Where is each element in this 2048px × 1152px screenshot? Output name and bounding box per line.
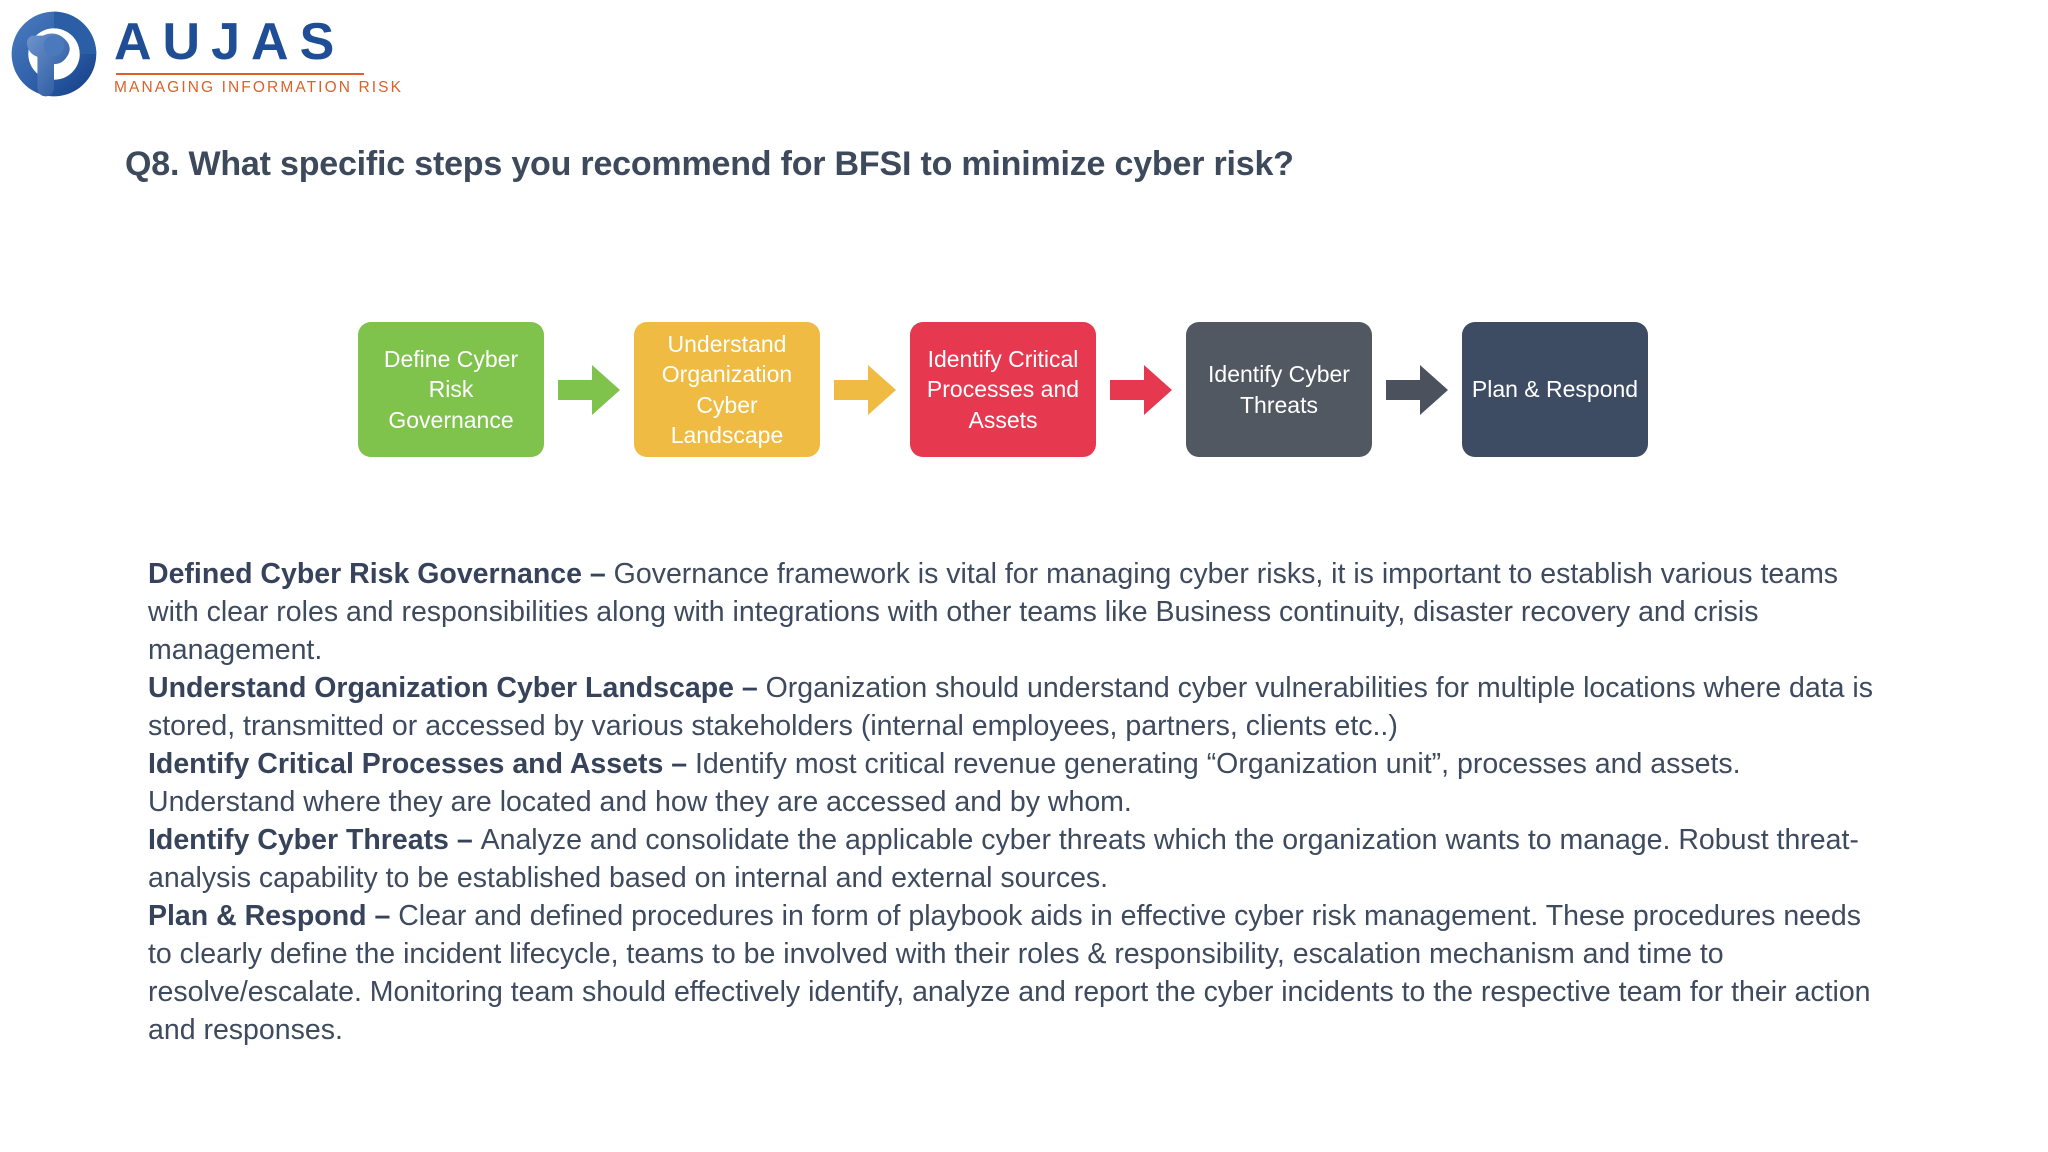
aujas-circle-keyhole-icon bbox=[8, 8, 100, 100]
flow-step-identify-critical-processes-and-assets[interactable]: Identify Critical Processes and Assets bbox=[910, 322, 1096, 457]
aujas-wordmark: AUJAS bbox=[114, 12, 346, 71]
paragraph-lead-label: Plan & Respond – bbox=[148, 900, 399, 932]
paragraph-defined-cyber-risk-governance: Defined Cyber Risk Governance – Governan… bbox=[148, 555, 1888, 669]
logo-divider-rule bbox=[116, 72, 364, 75]
arrow-gray-icon bbox=[1386, 364, 1448, 415]
body-copy: Defined Cyber Risk Governance – Governan… bbox=[148, 555, 1888, 1049]
flow-step-identify-cyber-threats[interactable]: Identify Cyber Threats bbox=[1186, 322, 1372, 457]
flow-step-label: Understand Organization Cyber Landscape bbox=[661, 330, 793, 448]
paragraph-understand-organization-cyber-landscape: Understand Organization Cyber Landscape … bbox=[148, 669, 1888, 745]
paragraph-text: Governance framework is vital for managi… bbox=[148, 558, 1839, 666]
paragraph-identify-cyber-threats: Identify Cyber Threats – Analyze and con… bbox=[148, 821, 1888, 897]
paragraph-lead-label: Identify Critical Processes and Assets – bbox=[148, 748, 696, 780]
paragraph-lead-label: Understand Organization Cyber Landscape … bbox=[148, 672, 766, 704]
arrow-amber-icon bbox=[834, 364, 896, 415]
paragraph-lead-label: Identify Cyber Threats – bbox=[148, 824, 481, 856]
paragraph-identify-critical-processes-and-assets: Identify Critical Processes and Assets –… bbox=[148, 745, 1888, 821]
paragraph-plan-and-respond: Plan & Respond – Clear and defined proce… bbox=[148, 897, 1888, 1049]
flow-step-label: Identify Cyber Threats bbox=[1208, 361, 1350, 418]
paragraph-text: Clear and defined procedures in form of … bbox=[148, 900, 1871, 1046]
flow-step-label: Plan & Respond bbox=[1471, 376, 1639, 403]
aujas-logo-text: AUJAS MANAGING INFORMATION RISK bbox=[114, 12, 403, 97]
aujas-tagline: MANAGING INFORMATION RISK bbox=[114, 78, 404, 96]
flow-step-understand-organization-cyber-landscape[interactable]: Understand Organization Cyber Landscape bbox=[634, 322, 820, 457]
page-title: Q8. What specific steps you recommend fo… bbox=[125, 145, 1294, 183]
arrow-red-icon bbox=[1110, 364, 1172, 415]
flow-step-plan-and-respond[interactable]: Plan & Respond bbox=[1462, 322, 1648, 457]
paragraph-text: Organization should understand cyber vul… bbox=[148, 672, 1873, 742]
flow-step-define-cyber-risk-governance[interactable]: Define Cyber Risk Governance bbox=[358, 322, 544, 457]
arrow-green-icon bbox=[558, 364, 620, 415]
process-flow-diagram: Define Cyber Risk Governance Understand … bbox=[358, 322, 1648, 457]
flow-step-label: Identify Critical Processes and Assets bbox=[926, 345, 1080, 433]
paragraph-lead-label: Defined Cyber Risk Governance – bbox=[148, 558, 614, 590]
paragraph-text: Analyze and consolidate the applicable c… bbox=[148, 824, 1859, 894]
paragraph-text: Identify most critical revenue generatin… bbox=[148, 748, 1741, 818]
aujas-logo: AUJAS MANAGING INFORMATION RISK bbox=[8, 8, 403, 100]
flow-step-label: Define Cyber Risk Governance bbox=[383, 345, 519, 433]
